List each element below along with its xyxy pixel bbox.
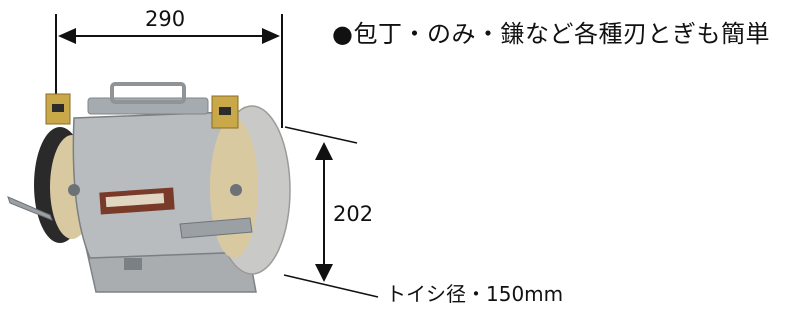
- grinder-machine: [7, 82, 291, 293]
- width-dimension-line: [55, 14, 283, 128]
- height-dimension-line: [283, 126, 379, 298]
- feature-caption: ●包丁・のみ・鎌など各種刃とぎも簡単: [332, 20, 770, 48]
- height-dimension-label: 202: [333, 202, 374, 226]
- wheel-diameter-caption: トイシ径・150mm: [386, 282, 564, 306]
- width-dimension-label: 290: [145, 7, 186, 31]
